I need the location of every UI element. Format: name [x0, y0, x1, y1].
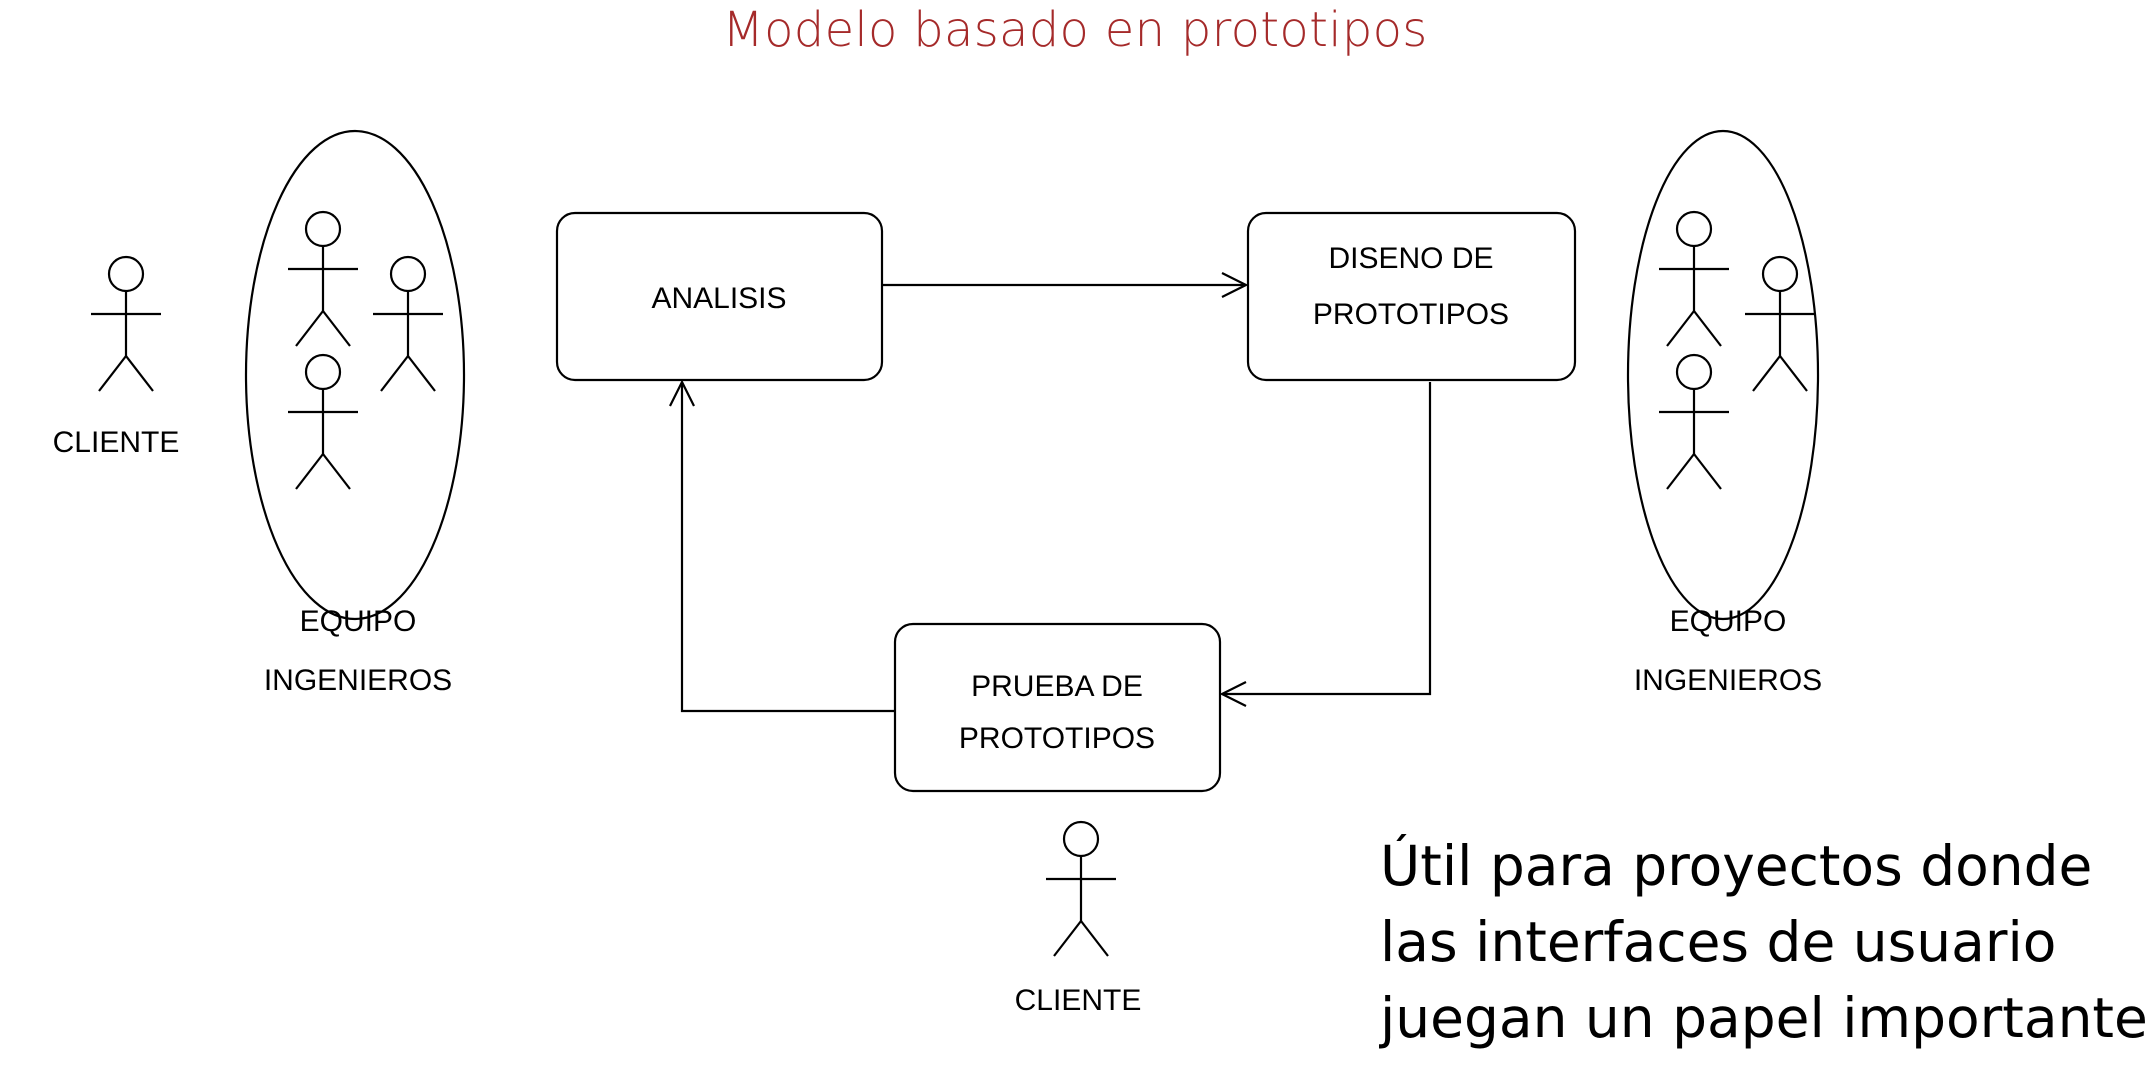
- equipo-right-label-2: INGENIEROS: [1634, 664, 1822, 697]
- note-line-3: juegan un papel importante.: [1380, 986, 2150, 1050]
- description-note: Útil para proyectos donde las interfaces…: [1380, 828, 2150, 1056]
- cliente-left-figure: [89, 255, 163, 393]
- analisis-label: ANALISIS: [651, 282, 786, 315]
- note-line-2: las interfaces de usuario: [1380, 910, 2057, 974]
- prueba-label-2: PROTOTIPOS: [959, 722, 1155, 755]
- analisis-box: [555, 211, 884, 382]
- equipo-left-label-1: EQUIPO: [300, 605, 417, 638]
- equipo-left-label-2: INGENIEROS: [264, 664, 452, 697]
- engineer-left-1: [286, 210, 360, 348]
- arrow-diseno-to-prueba: [1219, 382, 1432, 707]
- engineer-left-3: [286, 353, 360, 491]
- engineer-right-3: [1657, 353, 1731, 491]
- note-line-1: Útil para proyectos donde: [1380, 834, 2093, 898]
- page-title: Modelo basado en prototipos: [722, 2, 1428, 58]
- diseno-label-1: DISENO DE: [1328, 242, 1493, 275]
- equipo-left-ellipse: [244, 129, 466, 621]
- prueba-label-1: PRUEBA DE: [971, 670, 1143, 703]
- diseno-label-2: PROTOTIPOS: [1313, 298, 1509, 331]
- cliente-bottom-label: CLIENTE: [1015, 984, 1142, 1017]
- equipo-right-ellipse: [1626, 129, 1820, 621]
- prueba-box: [893, 622, 1222, 793]
- engineer-right-1: [1657, 210, 1731, 348]
- engineer-right-2: [1743, 255, 1817, 393]
- diseno-box: [1246, 211, 1577, 382]
- arrow-analisis-to-diseno: [882, 272, 1249, 298]
- engineer-left-2: [371, 255, 445, 393]
- cliente-left-label: CLIENTE: [53, 426, 180, 459]
- cliente-bottom-figure: [1044, 820, 1118, 958]
- equipo-right-label-1: EQUIPO: [1670, 605, 1787, 638]
- arrow-prueba-to-analisis: [669, 379, 895, 713]
